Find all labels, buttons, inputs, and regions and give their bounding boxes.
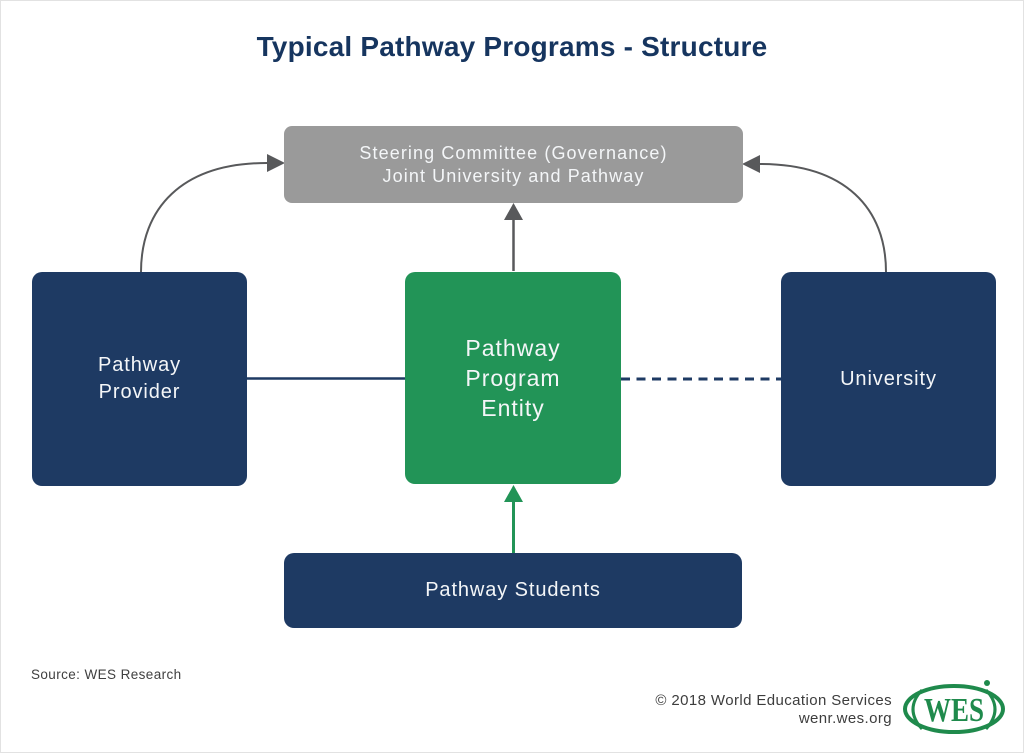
box-steering-committee: Steering Committee (Governance) Joint Un… <box>284 126 743 203</box>
wes-logo-text: WES <box>924 692 984 729</box>
wes-logo-right-paren <box>984 688 997 731</box>
page-title: Typical Pathway Programs - Structure <box>256 31 768 62</box>
curve-university-to-steering <box>759 163 887 273</box>
wes-logo: WES <box>903 680 1005 734</box>
university-label: University <box>840 367 937 390</box>
copyright-line-1: © 2018 World Education Services <box>655 692 892 709</box>
box-pathway-students: Pathway Students <box>284 553 742 628</box>
pathway-program-entity-label: Pathway Program Entity <box>465 335 561 421</box>
wes-logo-trademark-dot <box>984 680 990 686</box>
copyright-line-2: wenr.wes.org <box>798 710 892 727</box>
box-university: University <box>781 272 996 486</box>
arrowhead-students-to-entity <box>504 485 523 502</box>
wes-logo-ellipse <box>903 684 1005 734</box>
box-pathway-program-entity: Pathway Program Entity <box>405 272 621 484</box>
arrowhead-entity-to-steering <box>504 203 523 220</box>
steering-line-1: Steering Committee (Governance) <box>359 142 668 163</box>
steering-line-2: Joint University and Pathway <box>382 165 645 186</box>
arrowhead-university-to-steering <box>742 155 760 173</box>
source-note: Source: WES Research <box>31 667 182 682</box>
pathway-students-label: Pathway Students <box>425 579 601 601</box>
copyright-block: © 2018 World Education Services wenr.wes… <box>492 692 892 728</box>
wes-logo-left-paren <box>911 688 924 731</box>
pathway-provider-label: Pathway Provider <box>97 354 181 403</box>
curve-provider-to-steering <box>140 162 268 273</box>
arrowhead-provider-to-steering <box>267 154 285 172</box>
box-pathway-provider: Pathway Provider <box>32 272 247 486</box>
